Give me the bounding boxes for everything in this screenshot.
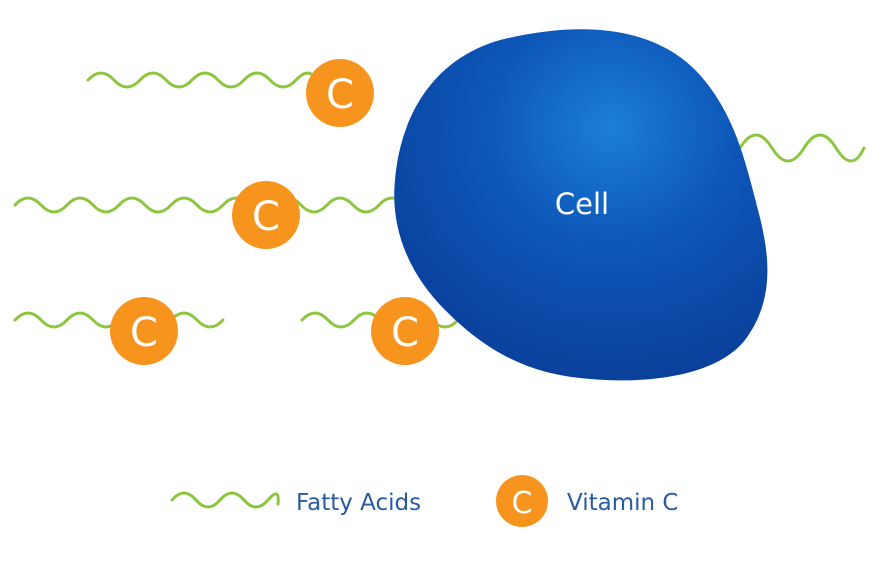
vitamin-c-badge: C (110, 297, 178, 365)
cell-body (394, 29, 768, 381)
vitamin-c-badge: C (232, 181, 300, 249)
cell-label: Cell (555, 187, 609, 221)
vitamin-c-badge: C (306, 59, 374, 127)
fatty-acid-chain (738, 133, 866, 163)
legend-fatty-acid-icon (170, 491, 280, 509)
legend-vitamin-c-label: Vitamin C (567, 490, 678, 516)
fatty-acid-chain (86, 71, 318, 89)
legend-vitamin-c-icon: C (496, 475, 548, 527)
legend-fatty-acids-label: Fatty Acids (296, 490, 421, 516)
svg-text:C: C (326, 72, 354, 118)
svg-text:C: C (130, 310, 158, 356)
svg-text:C: C (252, 194, 280, 240)
vitamin-c-molecules: C C C C (110, 59, 439, 365)
cell: Cell (394, 29, 768, 381)
svg-text:C: C (391, 310, 419, 356)
fatty-acid-chain (13, 196, 417, 214)
svg-text:C: C (512, 486, 533, 521)
vitamin-c-badge: C (371, 297, 439, 365)
legend: Fatty Acids C Vitamin C (170, 475, 678, 527)
